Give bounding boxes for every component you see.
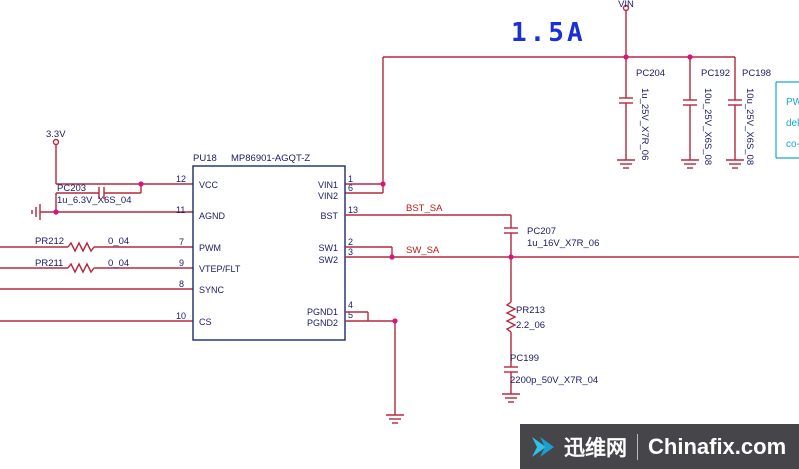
pin-name-pwm: PWM: [199, 243, 221, 253]
junction-dot: [623, 54, 629, 60]
pin-name-sync: SYNC: [199, 285, 225, 295]
offpage-note-box: [775, 81, 799, 159]
ic-refdes: PU18: [193, 153, 217, 164]
capacitor-pc192: [681, 57, 699, 169]
pin-number-vin1: 1: [348, 174, 353, 184]
watermark-banner: 迅维网 Chinafix.com: [520, 424, 799, 469]
pin-name-vtep: VTEP/FLT: [199, 264, 241, 274]
offpage-label-3: co-: [786, 139, 799, 150]
pin-number-pwm: 7: [179, 237, 184, 247]
pin-number-sw2: 3: [348, 247, 353, 257]
pin-name-agnd: AGND: [199, 211, 226, 221]
pin-number-bst: 13: [348, 205, 358, 215]
vcc-circuit: [31, 138, 193, 220]
ic-body: [192, 165, 346, 341]
net-label-bst: BST_SA: [406, 203, 443, 214]
pin-number-vin2: 6: [348, 183, 353, 193]
pc203-value: 1u_6.3V_X6S_04: [57, 195, 131, 206]
junction-dots: [53, 54, 693, 324]
junction-dot: [508, 254, 514, 260]
pgnd-circuit: [345, 311, 404, 424]
watermark-divider: [637, 433, 638, 460]
vin-rail: [345, 4, 735, 194]
watermark-en-text: Chinafix.com: [648, 433, 787, 459]
junction-dot: [138, 181, 144, 187]
pin-name-vin1: VIN1: [318, 180, 338, 190]
pc207-ref: PC207: [527, 226, 556, 237]
pr212-ref: PR212: [35, 236, 64, 247]
pr211-value: 0_04: [108, 258, 129, 269]
pc203-ref: PC203: [57, 183, 86, 194]
v33-label: 3.3V: [46, 129, 66, 140]
junction-dot: [389, 254, 395, 260]
capacitor-pc198: [726, 57, 744, 169]
capacitor-pc204: [617, 57, 635, 169]
offpage-label-1: PWI: [786, 97, 799, 108]
pr211-ref: PR211: [35, 258, 63, 269]
ic-part: MP86901-AGQT-Z: [231, 153, 310, 164]
bst-sw-network: [345, 214, 799, 403]
vin-label: VIN: [618, 0, 634, 10]
pr212-value: 0_04: [108, 236, 129, 247]
pin-number-pgnd1: 4: [348, 300, 353, 310]
chinafix-logo-icon: [532, 436, 554, 457]
junction-dot: [687, 54, 693, 60]
pin-number-vcc: 12: [176, 174, 186, 184]
pin-number-sync: 8: [179, 279, 184, 289]
junction-dot: [53, 209, 59, 215]
pin-name-vin2: VIN2: [318, 191, 338, 201]
pin-number-pgnd2: 5: [348, 310, 353, 320]
pc199-ref: PC199: [510, 353, 539, 364]
pin-number-agnd: 11: [176, 205, 185, 215]
pc192-value: 10u_25V_X6S_08: [702, 88, 713, 165]
current-label: 1.5A: [511, 18, 586, 48]
pc192-ref: PC192: [701, 68, 730, 79]
watermark-cn-text: 迅维网: [564, 436, 627, 460]
pin-number-cs: 10: [176, 311, 186, 321]
pc204-value: 1u_25V_X7R_06: [639, 88, 650, 160]
offpage-label-2: del: [786, 118, 799, 129]
pc198-ref: PC198: [742, 68, 771, 79]
pc199-value: 2200p_50V_X7R_04: [510, 375, 598, 386]
pin-name-pgnd2: PGND2: [307, 318, 338, 328]
pin-number-vtep: 9: [179, 258, 184, 268]
pc204-ref: PC204: [636, 68, 665, 79]
junction-dot: [392, 318, 398, 324]
pin-number-sw1: 2: [348, 237, 353, 247]
pc198-value: 10u_25V_X6S_08: [744, 88, 755, 165]
net-label-sw: SW_SA: [406, 245, 440, 256]
pr213-ref: PR213: [516, 305, 545, 316]
pin-name-bst: BST: [320, 211, 338, 221]
pr213-value: 2.2_06: [516, 320, 545, 331]
pin-name-vcc: VCC: [199, 180, 219, 190]
input-lines: [0, 241, 193, 322]
pin-name-pgnd1: PGND1: [307, 307, 338, 317]
pin-name-cs: CS: [199, 317, 212, 327]
pc207-value: 1u_16V_X7R_06: [527, 238, 599, 249]
junction-dot: [380, 181, 386, 187]
pin-name-sw1: SW1: [318, 243, 338, 253]
pin-name-sw2: SW2: [318, 255, 338, 265]
